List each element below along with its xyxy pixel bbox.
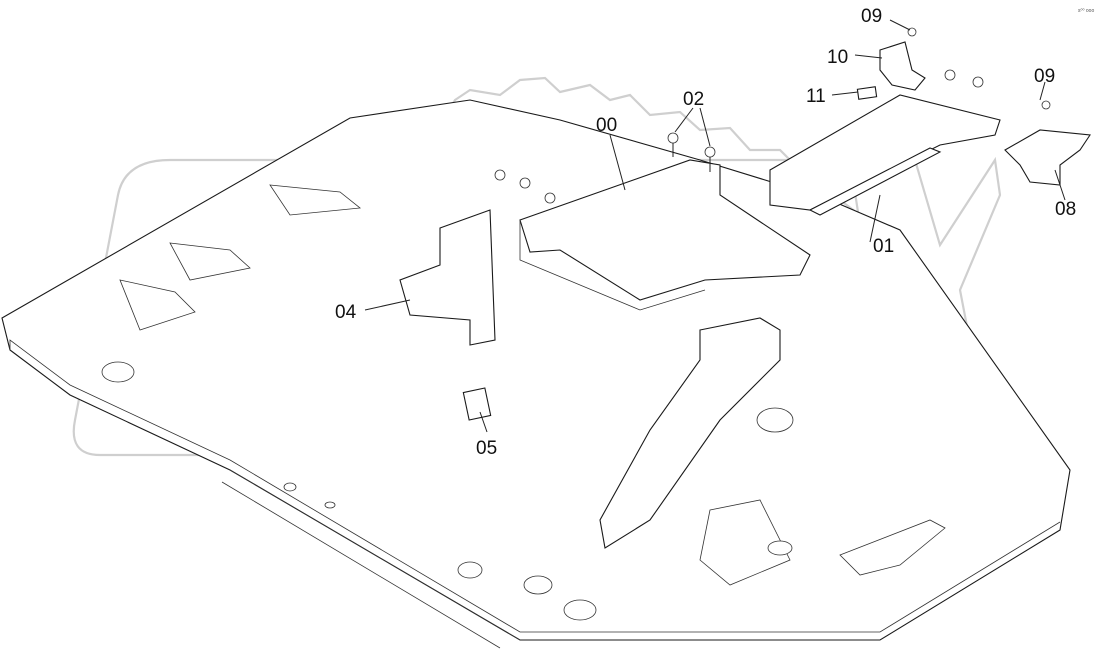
bolt-02-right (704, 146, 716, 158)
callout-01: 01 (873, 236, 894, 257)
part-05 (462, 387, 492, 421)
floor-cutout-3 (269, 184, 362, 216)
leader-05 (479, 411, 488, 433)
bolt-09-right (1041, 100, 1051, 110)
part-11 (856, 86, 878, 100)
bracket-08 (1004, 129, 1091, 186)
bolts (494, 27, 1051, 204)
leader-02a (674, 107, 694, 133)
leader-08 (1054, 169, 1066, 201)
floor-hole-3 (563, 599, 597, 621)
floor-hole-1 (457, 561, 483, 579)
bolt-02-left (667, 132, 679, 144)
bracket-01-plate (769, 94, 1001, 211)
callout-10: 10 (827, 47, 848, 68)
callout-09-top: 09 (861, 6, 882, 27)
floor-plate-outline (1, 99, 1071, 641)
corner-mark: s⁰⁰ ooo (1078, 8, 1094, 14)
bracket-04-plate (399, 209, 496, 346)
leader-09b (1039, 81, 1046, 101)
bracket-01-rail (808, 147, 942, 216)
bolt-e (494, 169, 506, 181)
bracket-04 (399, 209, 496, 346)
leader-09a (889, 19, 911, 31)
bracket-01 (769, 94, 1001, 216)
bolt-b (972, 76, 984, 88)
bolt-c (519, 177, 531, 189)
floor-hole-7 (324, 501, 336, 509)
bracket-00-flange (519, 220, 706, 311)
floor-slot-right (839, 519, 946, 576)
bracket-10 (879, 41, 926, 91)
callout-00: 00 (596, 115, 617, 136)
leader-10 (854, 54, 883, 59)
floor-plate-side-rail (221, 469, 521, 649)
floor-hole-6 (283, 482, 297, 492)
leader-11 (831, 91, 859, 96)
callout-08: 08 (1055, 199, 1076, 220)
leader-04 (364, 299, 411, 311)
leader-02b (699, 107, 711, 147)
floor-hole-4 (756, 407, 794, 433)
callout-05: 05 (476, 438, 497, 459)
floor-plate (1, 99, 1071, 649)
leader-01 (869, 194, 881, 243)
bolt-d (544, 192, 556, 204)
floor-plate-lower-edge (9, 339, 1061, 633)
floor-hole-5 (767, 540, 793, 556)
floor-hole-2 (523, 575, 553, 595)
bolt-a (944, 69, 956, 81)
callout-04: 04 (335, 302, 357, 323)
callout-02: 02 (683, 89, 704, 110)
leader-00 (609, 134, 626, 191)
pedal-support (599, 317, 781, 549)
leader-lines (364, 19, 1066, 433)
callout-09-right: 09 (1034, 66, 1055, 87)
floor-cutout-1 (119, 279, 196, 331)
floor-hole-large-left (101, 361, 135, 383)
callout-11: 11 (806, 86, 826, 107)
floor-slot-mid (699, 499, 791, 586)
floor-cutout-2 (169, 242, 251, 281)
